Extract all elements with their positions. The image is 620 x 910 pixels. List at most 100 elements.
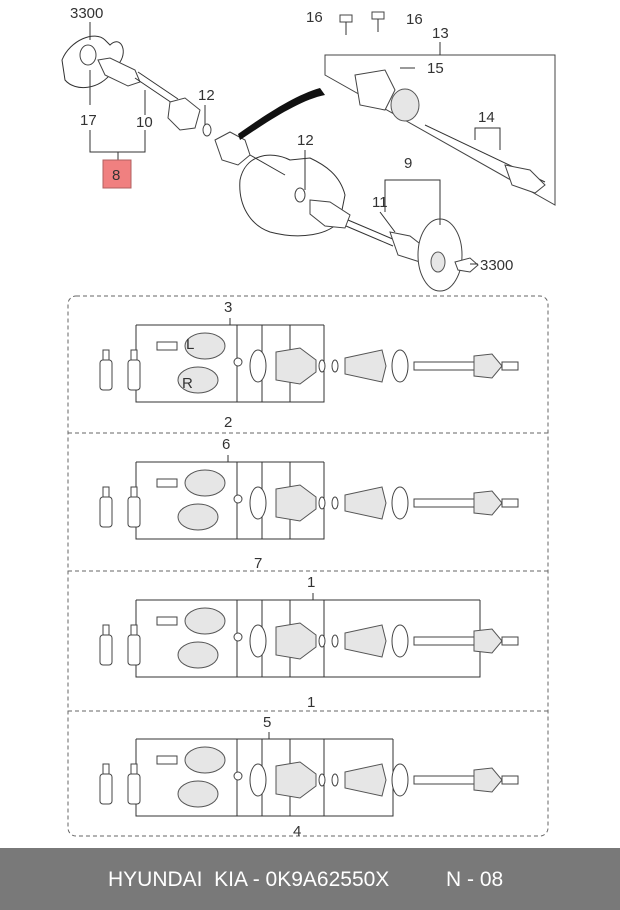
small-clamp-a bbox=[318, 634, 326, 648]
grease-tube-a-nozzle bbox=[102, 486, 110, 498]
detail-outer-joint bbox=[504, 164, 546, 194]
outer-cv-joint bbox=[473, 767, 503, 793]
small-clamp-a bbox=[318, 359, 326, 373]
grease-tube-a bbox=[99, 359, 113, 391]
inner-joint-housing-a bbox=[184, 746, 226, 774]
inner-boot bbox=[275, 761, 317, 799]
variant-panel-1 bbox=[99, 318, 519, 403]
boot-clamp-a bbox=[249, 349, 267, 383]
outer-boot bbox=[344, 486, 387, 520]
label-panel1-bottom: 2 bbox=[224, 414, 232, 431]
inner-boot bbox=[275, 484, 317, 522]
right-hub-nut bbox=[430, 251, 446, 273]
footer-part-number: HYUNDAI KIA - 0K9A62550X bbox=[108, 868, 390, 891]
label-panel1-L: L bbox=[186, 336, 194, 353]
label-12a: 12 bbox=[198, 87, 215, 104]
boot-clamp-a bbox=[249, 486, 267, 520]
detail-pointer bbox=[238, 88, 325, 140]
label-8: 8 bbox=[112, 167, 120, 184]
footer-bar: HYUNDAI KIA - 0K9A62550X N - 08 bbox=[0, 848, 620, 910]
grease-tube-a-nozzle bbox=[102, 763, 110, 775]
label-panel2-bottom: 7 bbox=[254, 555, 262, 572]
grease-tube-a-nozzle bbox=[102, 349, 110, 361]
variant-panel-3 bbox=[99, 593, 519, 678]
right-shaft-line-b bbox=[345, 225, 394, 247]
outer-stub-shaft bbox=[501, 361, 519, 371]
small-clamp-a bbox=[318, 773, 326, 787]
grease-tube-a bbox=[99, 634, 113, 666]
outer-cv-joint bbox=[473, 490, 503, 516]
variants-frame bbox=[67, 295, 549, 837]
support-bearing bbox=[390, 88, 420, 122]
inner-joint-housing-a bbox=[184, 469, 226, 497]
label-17: 17 bbox=[80, 112, 97, 129]
right-inner-joint bbox=[309, 199, 351, 229]
label-10: 10 bbox=[136, 114, 153, 131]
outer-cv-joint bbox=[473, 628, 503, 654]
left-hub-seal bbox=[79, 44, 97, 66]
right-shaft-line-a bbox=[347, 219, 396, 241]
grease-tube-a bbox=[99, 773, 113, 805]
circlip bbox=[233, 494, 243, 504]
label-ref-3300-top: 3300 bbox=[70, 5, 103, 22]
outer-cv-joint bbox=[473, 353, 503, 379]
label-panel2-top: 6 bbox=[222, 436, 230, 453]
inner-joint-housing-a bbox=[184, 607, 226, 635]
small-clamp-b bbox=[331, 773, 339, 787]
inner-joint-spline-a bbox=[156, 755, 178, 765]
label-15: 15 bbox=[427, 60, 444, 77]
outer-stub-shaft bbox=[501, 498, 519, 508]
inner-joint-spline-a bbox=[156, 341, 178, 351]
grease-tube-b bbox=[127, 634, 141, 666]
left-inner-joint bbox=[167, 97, 201, 131]
grease-tube-b bbox=[127, 496, 141, 528]
transmission-sketch bbox=[239, 154, 346, 237]
bracket-8 bbox=[89, 130, 146, 153]
outer-stub-shaft bbox=[501, 636, 519, 646]
boot-clamp-a bbox=[249, 624, 267, 658]
circlip bbox=[233, 357, 243, 367]
grease-tube-a-nozzle bbox=[102, 624, 110, 636]
inner-joint-housing-b bbox=[177, 366, 219, 394]
inner-boot bbox=[275, 622, 317, 660]
circlip bbox=[233, 771, 243, 781]
center-shaft bbox=[249, 154, 286, 176]
left-shaft-line-b bbox=[137, 71, 179, 100]
boot-clamp-b bbox=[391, 763, 409, 797]
grease-tube-b-nozzle bbox=[130, 349, 138, 361]
leader-11 bbox=[379, 211, 396, 233]
bearing-bracket bbox=[354, 69, 396, 111]
grease-tube-b-nozzle bbox=[130, 624, 138, 636]
label-16b: 16 bbox=[406, 11, 423, 28]
outer-stub-shaft bbox=[501, 775, 519, 785]
circlip bbox=[233, 632, 243, 642]
bracket-14 bbox=[474, 127, 501, 150]
exploded-parts-diagram: 3300 16 16 13 15 14 12 12 17 10 8 9 11 3… bbox=[61, 5, 556, 840]
highlight-box-8 bbox=[102, 159, 132, 189]
label-panel1-R: R bbox=[182, 375, 193, 392]
label-16a: 16 bbox=[306, 9, 323, 26]
outer-boot bbox=[344, 349, 387, 383]
inner-joint-housing-b bbox=[177, 503, 219, 531]
inner-joint-housing-b bbox=[177, 641, 219, 669]
boot-clamp-a bbox=[249, 763, 267, 797]
grease-tube-b-nozzle bbox=[130, 486, 138, 498]
grease-tube-b bbox=[127, 359, 141, 391]
footer-page-code: N - 08 bbox=[446, 868, 504, 891]
boot-clamp-b bbox=[391, 486, 409, 520]
grease-tube-b-nozzle bbox=[130, 763, 138, 775]
label-14: 14 bbox=[478, 109, 495, 126]
boot-clamp-b bbox=[391, 624, 409, 658]
outer-boot bbox=[344, 763, 387, 797]
label-panel4-bottom: 4 bbox=[293, 823, 301, 840]
inner-joint-housing-b bbox=[177, 780, 219, 808]
axle-shaft bbox=[413, 775, 475, 785]
bolt-16-b bbox=[371, 11, 385, 20]
top-assembly: 3300 16 16 13 15 14 12 12 17 10 8 9 11 3… bbox=[61, 5, 556, 292]
center-bracket bbox=[214, 131, 251, 166]
label-ref-3300-right: 3300 bbox=[480, 257, 513, 274]
bracket-9 bbox=[384, 179, 441, 225]
label-panel4-top: 5 bbox=[263, 714, 271, 731]
label-panel3-top: 1 bbox=[307, 574, 315, 591]
inner-boot bbox=[275, 347, 317, 385]
